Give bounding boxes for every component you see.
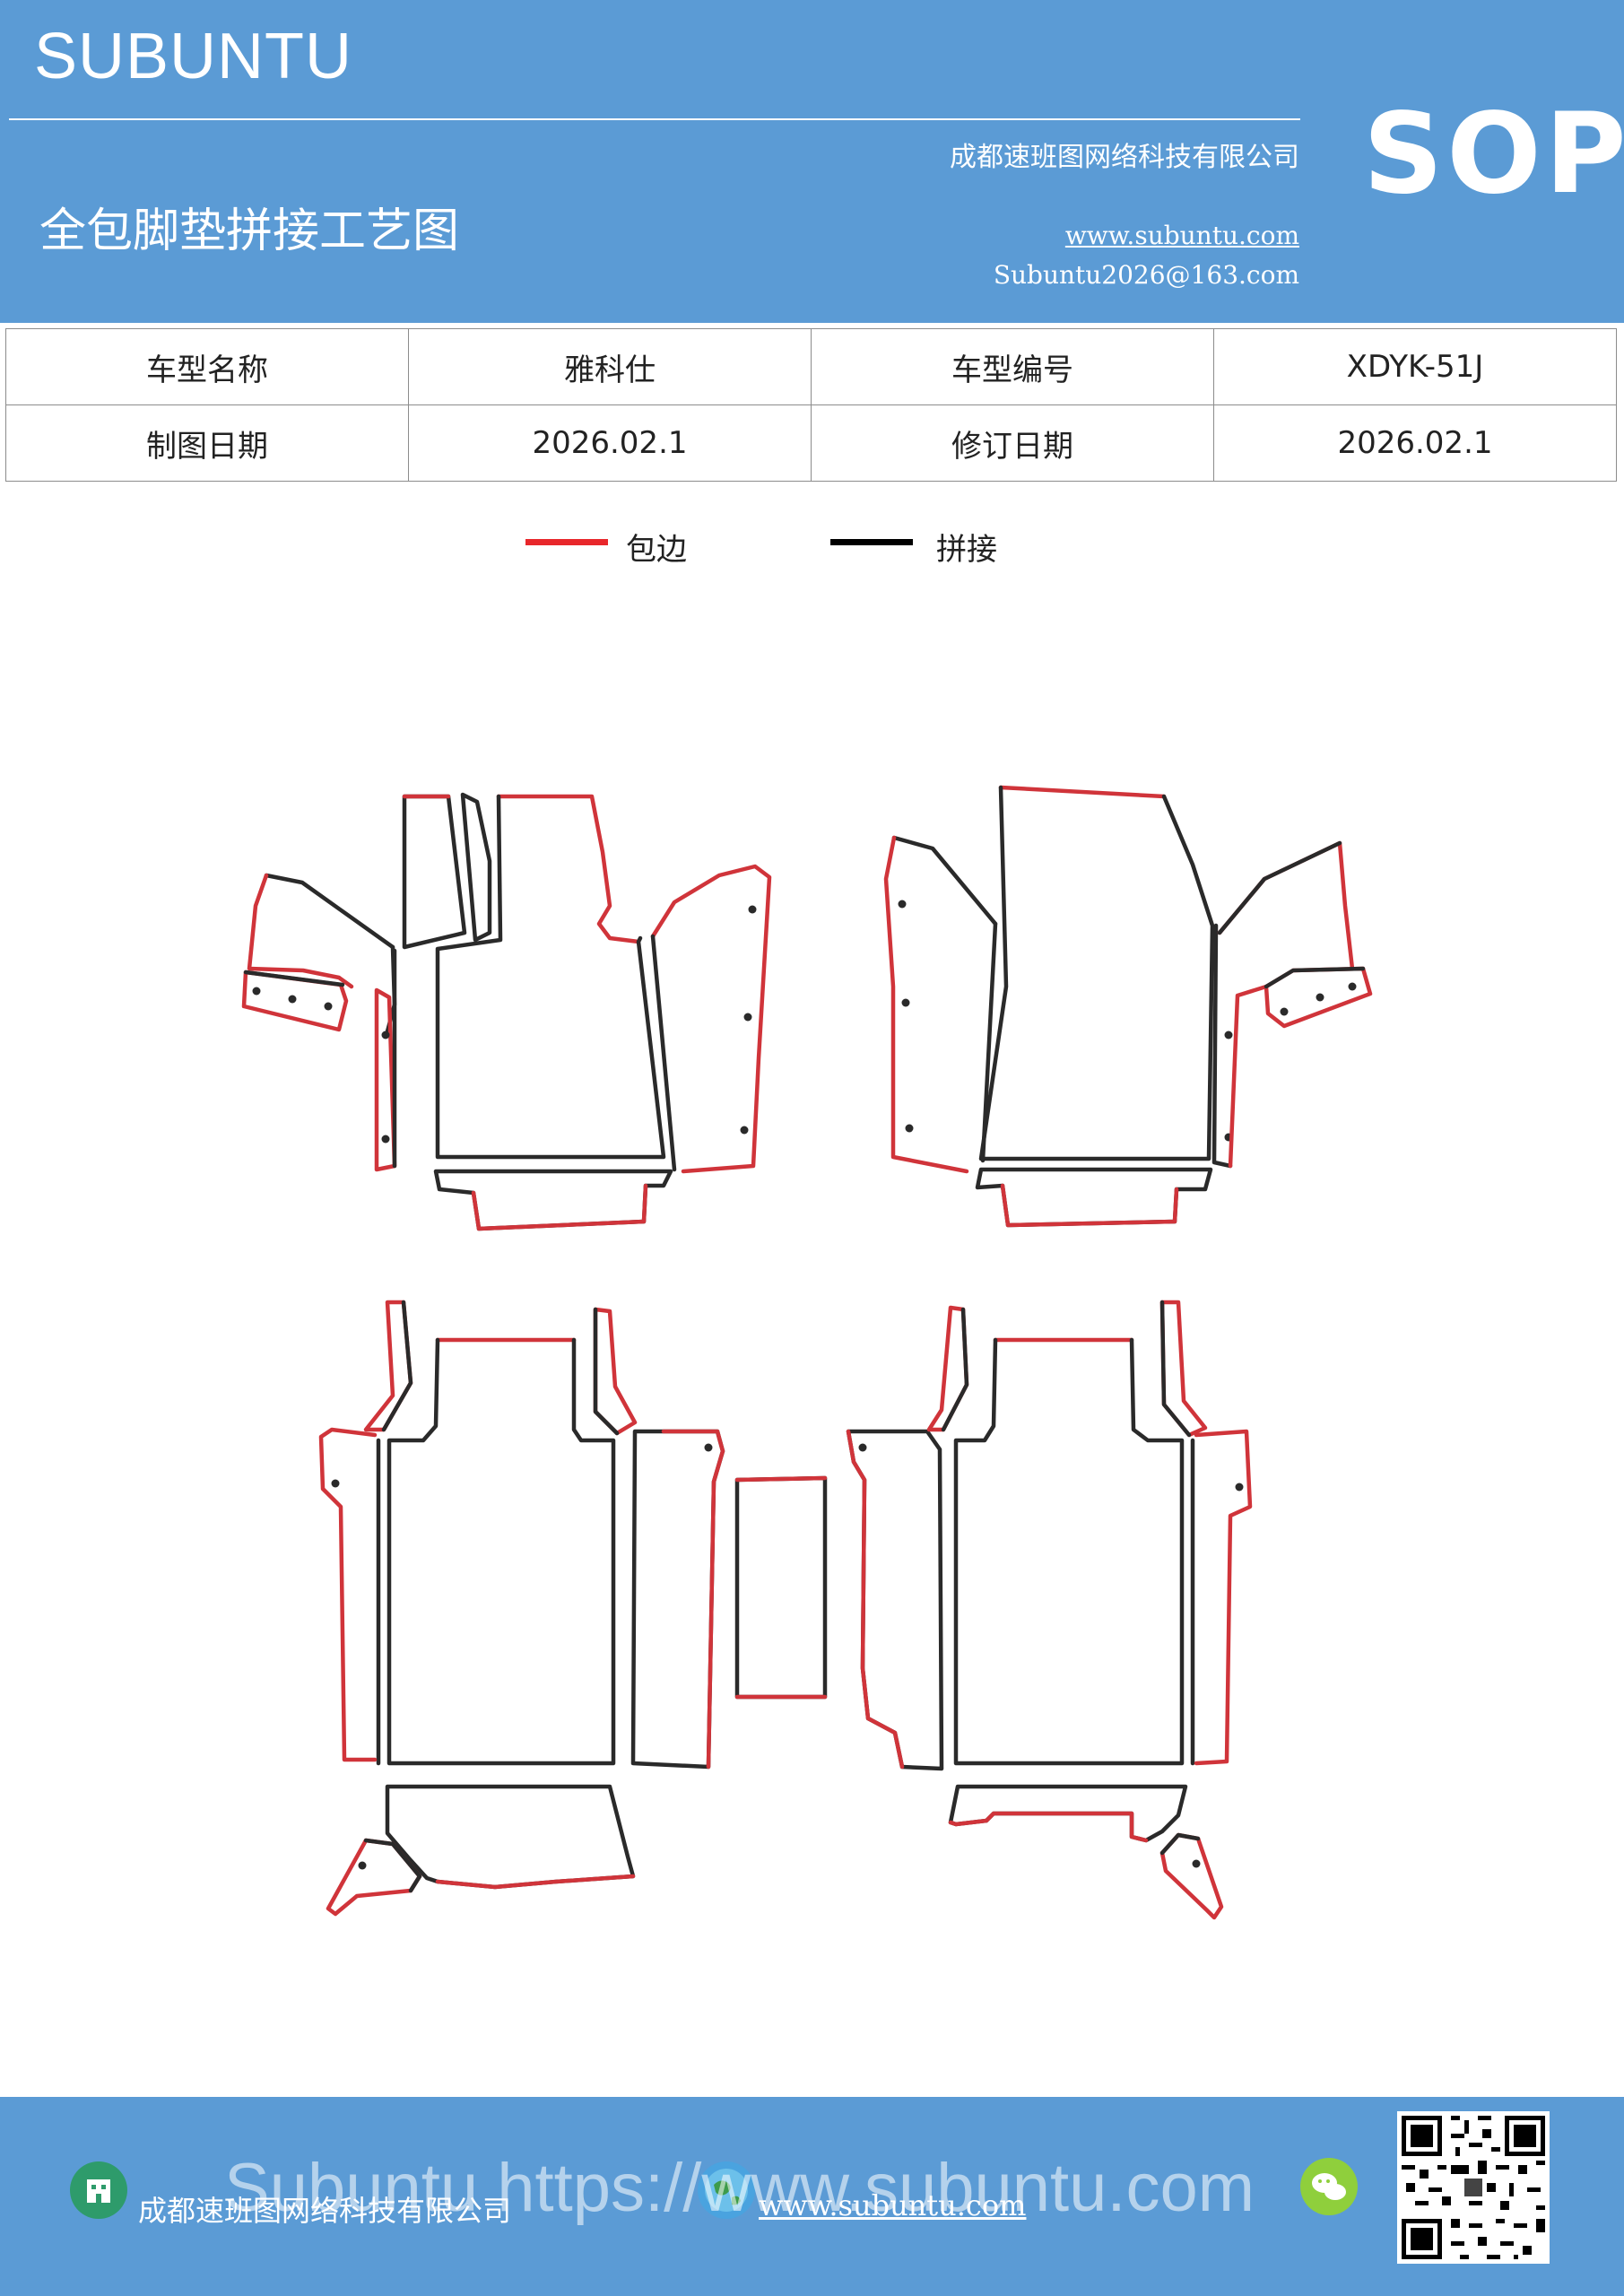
brand-logo-text: SUBUNTU [34, 21, 353, 92]
legend-label-edge: 包边 [626, 532, 687, 568]
tunnel-mat [734, 1475, 828, 1700]
footer-company-name: 成都速班图网络科技有限公司 [138, 2194, 512, 2228]
rear-left-mat-group [318, 1300, 725, 1917]
qr-code [1397, 2111, 1550, 2264]
legend-swatch-edge [525, 539, 608, 545]
table-cell: 修订日期 [811, 404, 1214, 482]
wechat-icon [1300, 2158, 1358, 2215]
rear-right-mat-group [846, 1300, 1253, 1920]
vehicle-info-table: 车型名称 雅科仕 车型编号 XDYK-51J 制图日期 2026.02.1 修订… [5, 328, 1617, 482]
globe-icon [698, 2161, 755, 2219]
legend: 包边 拼接 [0, 525, 1624, 570]
header-divider [9, 118, 1300, 120]
footer-website-link[interactable]: www.subuntu.com [759, 2188, 1027, 2222]
table-cell: 2026.02.1 [408, 404, 812, 482]
email-address: Subuntu2026@163.com [993, 260, 1299, 290]
table-row: 车型名称 雅科仕 车型编号 XDYK-51J [5, 328, 1617, 405]
table-cell: 车型编号 [811, 328, 1214, 405]
front-right-mat-group [883, 785, 1373, 1228]
website-link[interactable]: www.subuntu.com [1064, 221, 1299, 250]
table-row: 制图日期 2026.02.1 修订日期 2026.02.1 [5, 404, 1617, 482]
footer-banner: 成都速班图网络科技有限公司 www.subuntu.com Subuntu ht… [0, 2097, 1624, 2296]
company-name: 成都速班图网络科技有限公司 [950, 142, 1299, 173]
table-cell: 2026.02.1 [1213, 404, 1617, 482]
table-cell: XDYK-51J [1213, 328, 1617, 405]
front-left-mat-group [241, 792, 772, 1231]
legend-label-seam: 拼接 [936, 532, 997, 568]
table-cell: 车型名称 [5, 328, 409, 405]
table-cell: 雅科仕 [408, 328, 812, 405]
building-icon [70, 2161, 127, 2219]
watermark-text: Subuntu https://www.subuntu.com [224, 2150, 1255, 2226]
sop-badge: SOP [1363, 90, 1624, 219]
page-title: 全包脚垫拼接工艺图 [39, 204, 460, 258]
table-cell: 制图日期 [5, 404, 409, 482]
legend-swatch-seam [830, 539, 913, 545]
header-banner: SUBUNTU 成都速班图网络科技有限公司 全包脚垫拼接工艺图 www.subu… [0, 0, 1624, 323]
